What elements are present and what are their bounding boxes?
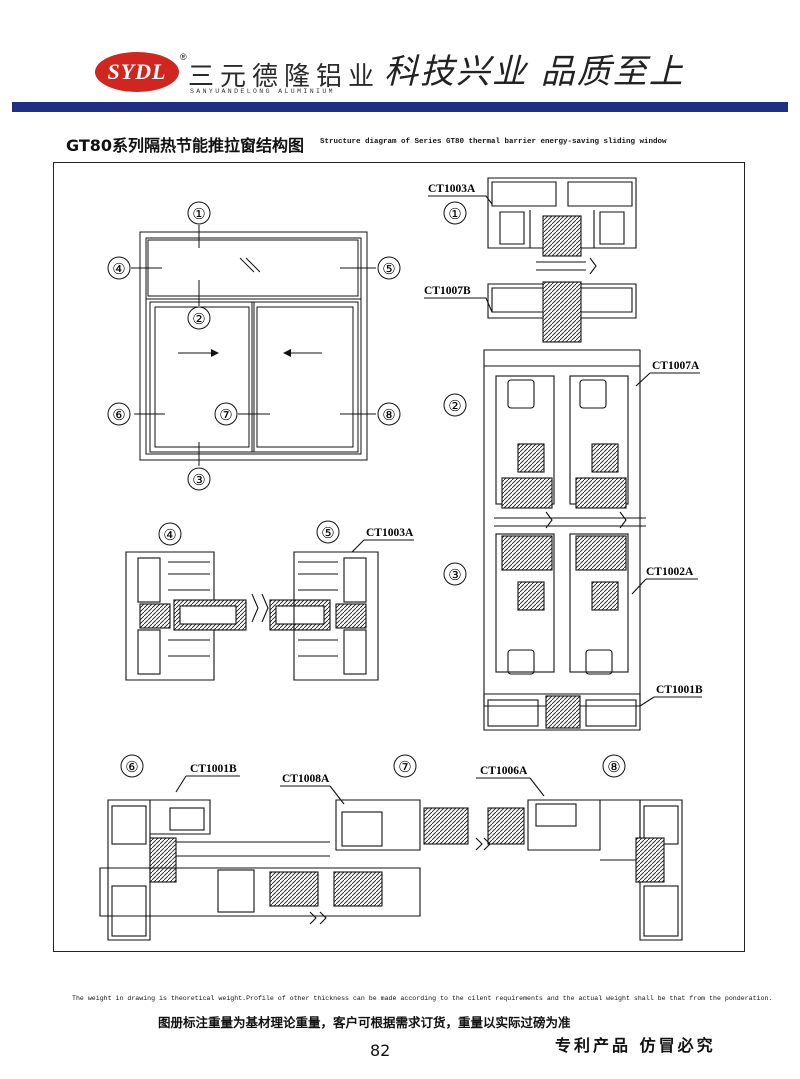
callout-circle-5-section [316, 520, 340, 544]
code-ct1006a: CT1006A [480, 765, 528, 777]
section-label-6: ⑥ [125, 758, 138, 776]
callout-circle-1 [187, 201, 211, 225]
section-4-5 [125, 539, 414, 681]
callout-circle-2-section [443, 393, 467, 417]
callout-circle-7 [214, 402, 238, 426]
label-8: ⑧ [382, 406, 395, 424]
company-name-cn: 三元德隆铝业 [188, 62, 381, 92]
label-7: ⑦ [219, 406, 232, 424]
section-label-4: ④ [163, 526, 176, 544]
callout-circle-7-section [393, 754, 417, 778]
drawing-frame [53, 162, 745, 952]
patent-notice: 专利产品 仿冒必究 [555, 1036, 716, 1055]
section-label-3: ③ [448, 566, 461, 584]
code-ct1001b-right: CT1001B [656, 684, 703, 696]
callout-circle-8 [377, 402, 401, 426]
section-label-1: ① [448, 205, 461, 223]
page-title-cn: GT80系列隔热节能推拉窗结构图 [66, 136, 305, 155]
callout-circle-3-section [443, 562, 467, 586]
footer-note-en: The weight in drawing is theoretical wei… [72, 995, 773, 1002]
label-4: ④ [112, 260, 125, 278]
page-number: 82 [370, 1041, 391, 1060]
section-label-2: ② [448, 397, 461, 415]
code-ct1001b-bottom: CT1001B [190, 763, 237, 775]
callout-circle-6-section [120, 754, 144, 778]
label-2: ② [192, 310, 205, 328]
code-ct1003a-section5: CT1003A [366, 527, 414, 539]
code-ct1003a-top: CT1003A [428, 183, 476, 195]
code-ct1002a: CT1002A [646, 566, 694, 578]
header-band [12, 102, 788, 112]
window-elevation [131, 225, 376, 466]
section-label-7: ⑦ [398, 758, 411, 776]
code-ct1008a: CT1008A [282, 773, 330, 785]
footer-note-cn: 图册标注重量为基材理论重量，客户可根据需求订货，重量以实际过磅为准 [158, 1015, 571, 1030]
label-6: ⑥ [112, 406, 125, 424]
label-circles [107, 201, 626, 778]
vertical-section [424, 177, 702, 731]
callout-circle-5 [377, 256, 401, 280]
code-ct1007b: CT1007B [424, 285, 471, 297]
company-logo: SYDL [95, 52, 179, 92]
callout-circle-3 [187, 467, 211, 491]
code-ct1007a: CT1007A [652, 360, 700, 372]
callout-circle-6 [107, 402, 131, 426]
label-5: ⑤ [382, 260, 395, 278]
callout-circle-8-section [602, 754, 626, 778]
section-label-8: ⑧ [607, 758, 620, 776]
callout-circle-4 [107, 256, 131, 280]
callout-circle-4-section [158, 522, 182, 546]
company-name-en: SANYUANDELONG ALUMINIUM [190, 88, 335, 95]
logo-text: SYDL [107, 59, 167, 84]
label-1: ① [192, 205, 205, 223]
callout-circle-1-section [443, 201, 467, 225]
label-3: ③ [192, 471, 205, 489]
slogan: 科技兴业 品质至上 [384, 52, 685, 92]
callout-circle-2 [187, 306, 211, 330]
section-6-7-8 [99, 775, 683, 941]
page-title-en: Structure diagram of Series GT80 thermal… [320, 138, 667, 146]
registered-mark: ® [180, 52, 187, 62]
section-label-5: ⑤ [321, 524, 334, 542]
